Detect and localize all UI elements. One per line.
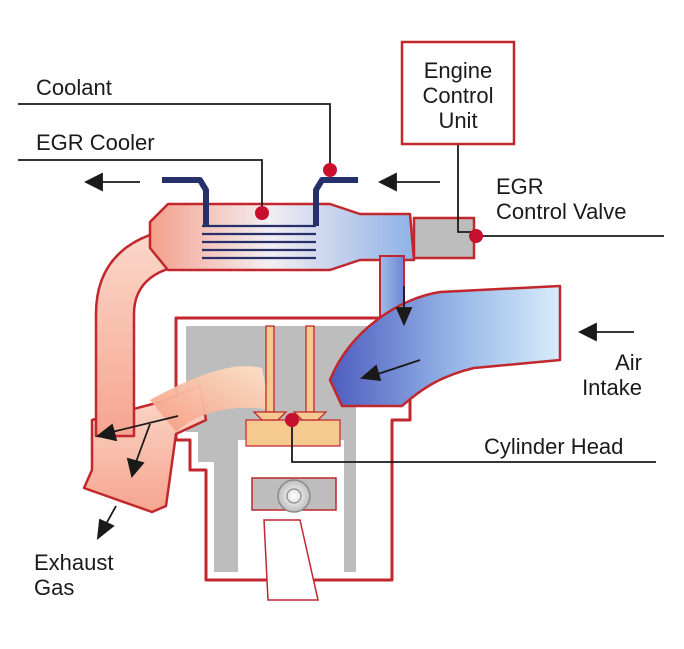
- label-coolant: Coolant: [36, 75, 112, 100]
- poppet-valves: [252, 325, 328, 421]
- label-egr-cooler: EGR Cooler: [36, 130, 155, 155]
- leader-lines: [18, 103, 664, 463]
- egr-control-valve: [412, 216, 476, 260]
- flow-arrows: [83, 172, 634, 541]
- intake-manifold: [328, 284, 562, 408]
- ecu-box: [400, 40, 516, 146]
- egr-cooler-body: [148, 202, 416, 272]
- callout-markers: [255, 163, 483, 427]
- label-cylinder-head: Cylinder Head: [484, 434, 624, 459]
- label-exhaust-gas: Exhaust Gas: [34, 550, 114, 600]
- wrist-pin: [277, 479, 311, 513]
- label-egr-control-valve: EGR Control Valve: [496, 174, 627, 224]
- cooler-tubes: [202, 224, 316, 260]
- coolant-outlet-pipe: [313, 177, 358, 226]
- coolant-inlet-pipe: [162, 177, 209, 226]
- egr-hot-pipe: [94, 226, 198, 438]
- label-ecu: Engine Control Unit: [422, 58, 494, 133]
- exhaust-port: [150, 366, 270, 432]
- label-air-intake: Air Intake: [582, 350, 642, 400]
- connecting-rod: [263, 519, 319, 601]
